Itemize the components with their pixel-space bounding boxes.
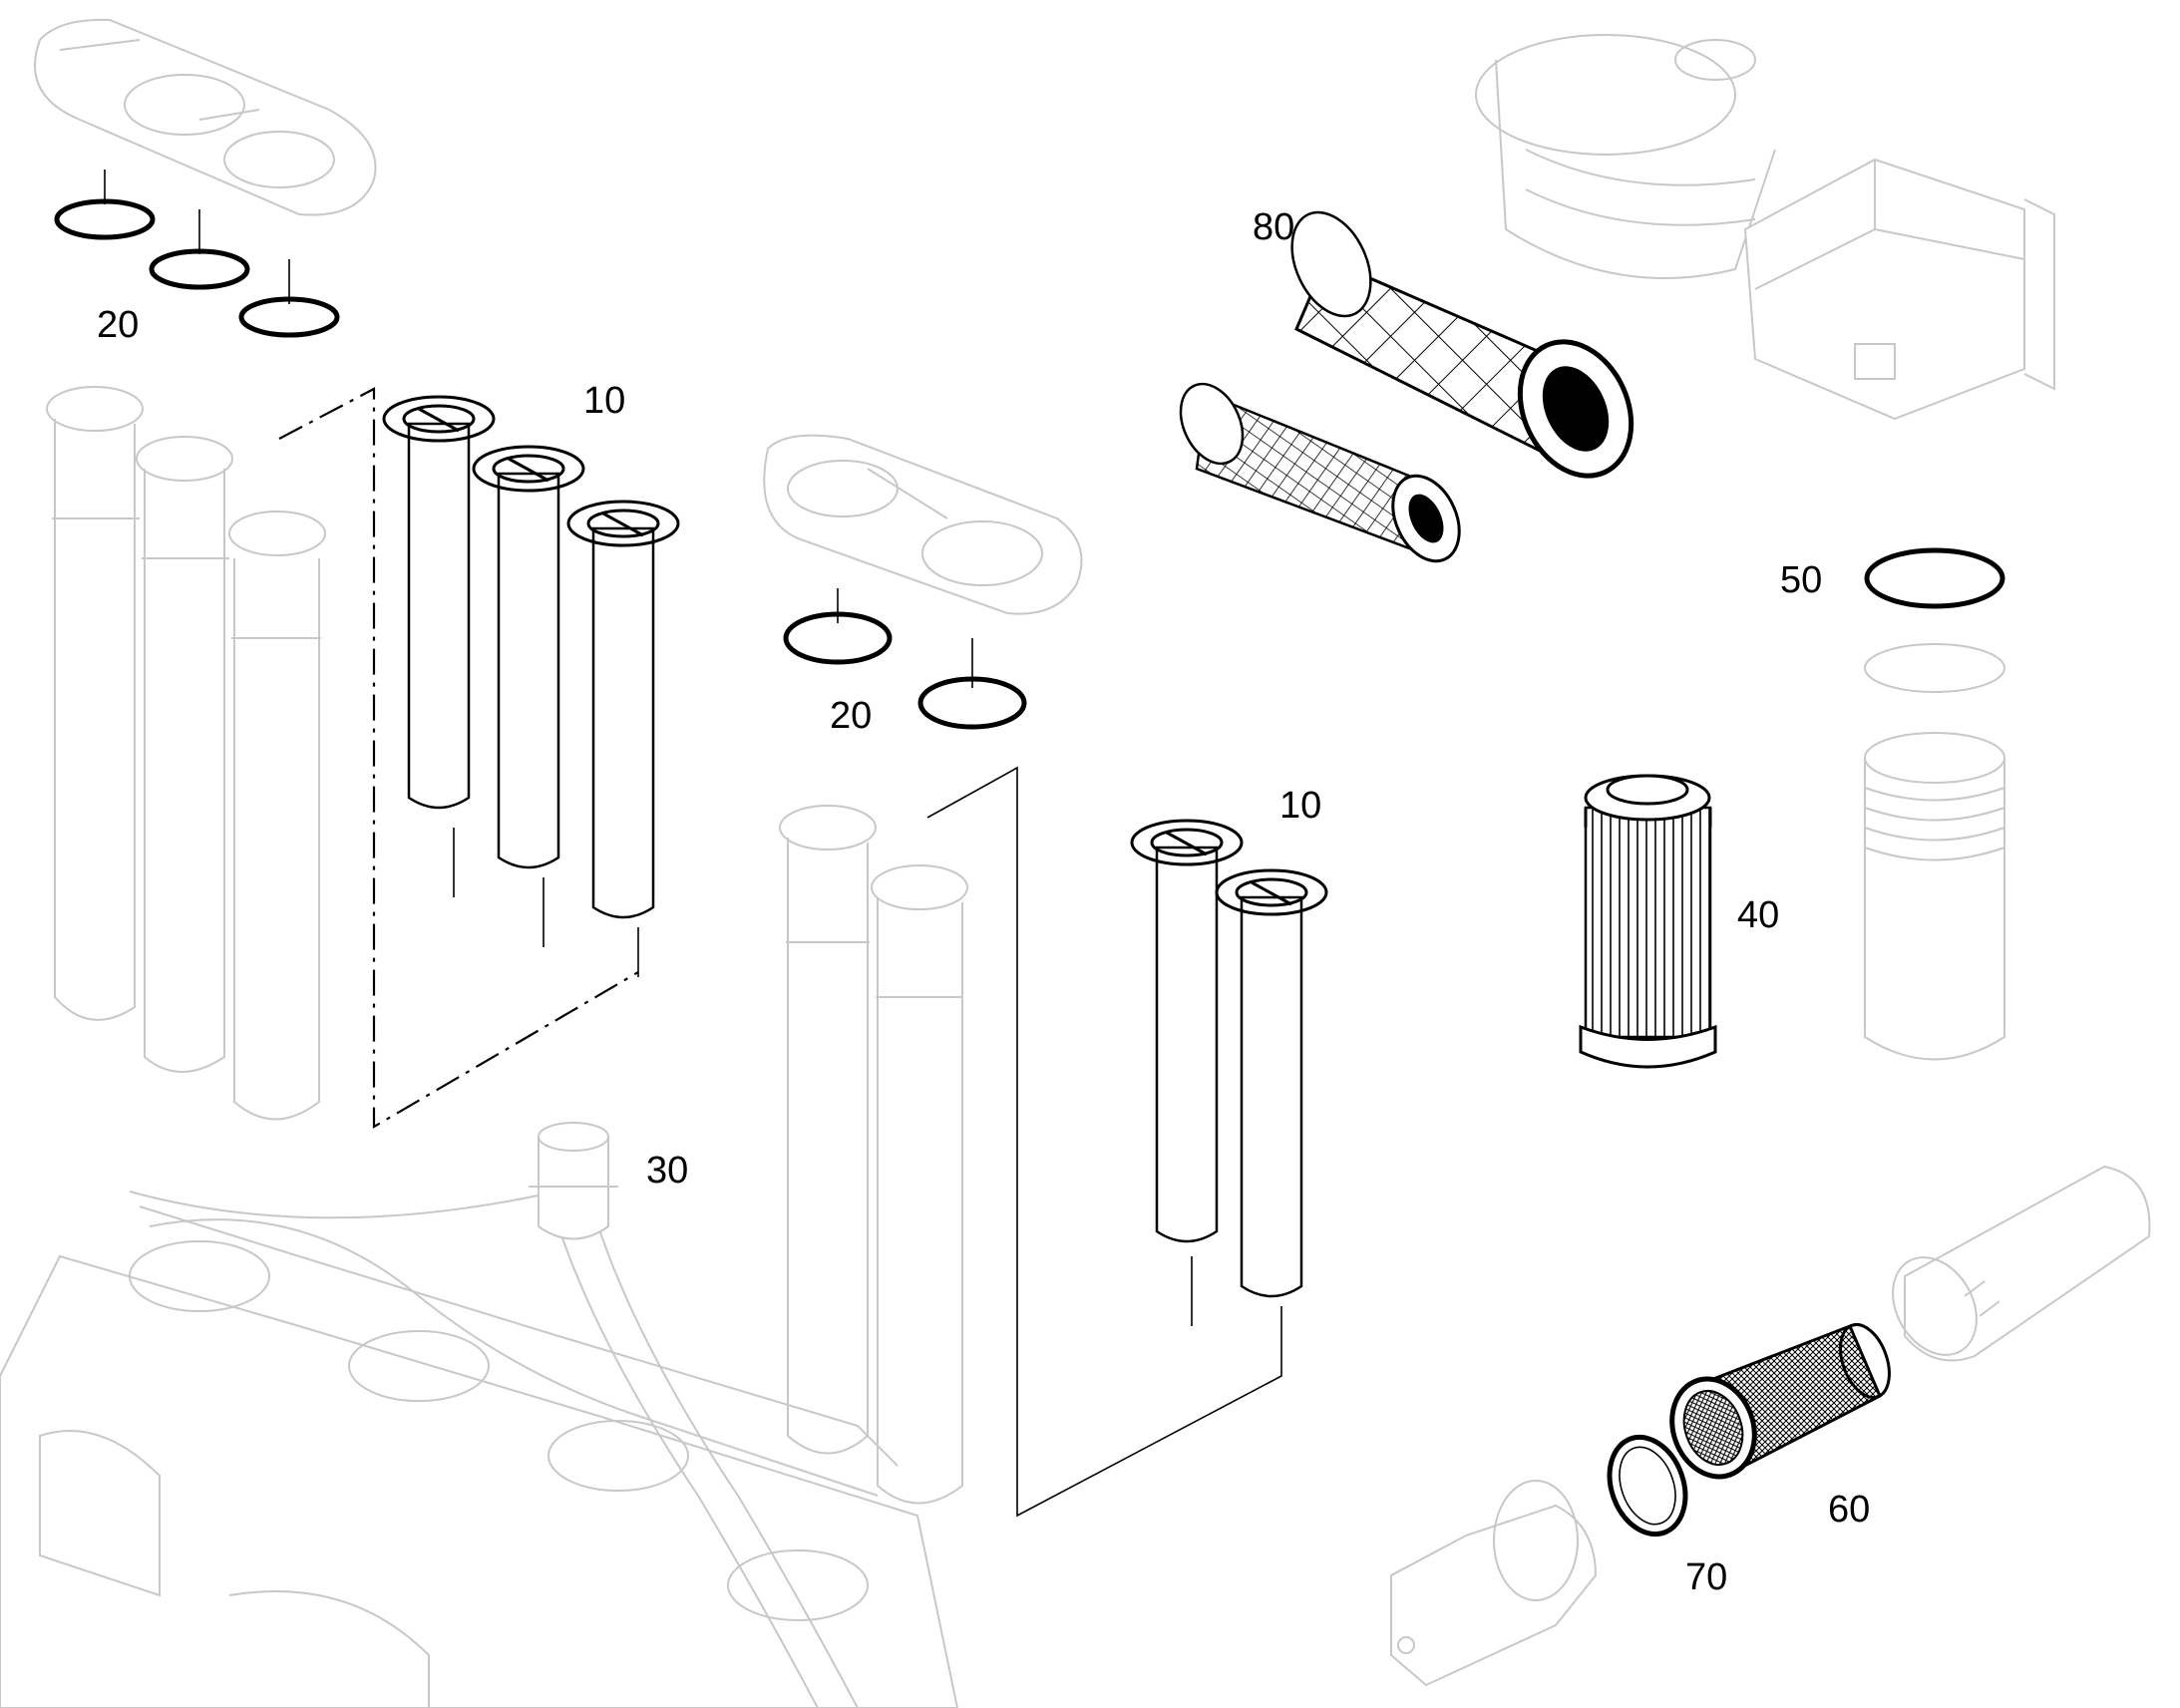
engine-block: [0, 1205, 959, 1708]
center-filter-housings: [779, 805, 968, 1505]
inner-air-filter: [1179, 382, 1461, 563]
fuel-line: [129, 1186, 859, 1708]
center-filter-elements: [926, 766, 1328, 1518]
air-filter-housing: [1475, 34, 2055, 421]
callout-70: 70: [1685, 1556, 1727, 1598]
callout-10-center: 10: [1279, 785, 1321, 827]
center-cover-plate: [763, 434, 1083, 615]
callout-20-top-left: 20: [97, 304, 139, 346]
strainer-gasket-ring: [1607, 1434, 1688, 1537]
callout-10-top-left: 10: [583, 380, 625, 422]
strainer-element: [1669, 1323, 1891, 1480]
top-left-dash-line: [278, 387, 639, 1129]
top-left-filter-elements: [382, 395, 680, 977]
bowl-seal-ring: [1864, 547, 2005, 609]
top-left-cover-plate: [34, 18, 377, 216]
callout-60: 60: [1828, 1489, 1870, 1531]
center-o-rings: [783, 588, 1027, 730]
bowl-housing: [1864, 643, 2005, 1061]
left-filter-housings: [46, 386, 326, 1121]
callout-50: 50: [1780, 559, 1822, 601]
callout-20-center: 20: [830, 695, 872, 737]
callout-40: 40: [1737, 894, 1779, 936]
callout-80: 80: [1253, 206, 1294, 248]
callout-30: 30: [646, 1150, 688, 1192]
top-left-o-rings: [54, 170, 340, 338]
hydraulic-filter-element: [1579, 774, 1717, 1069]
fitting-part: [529, 1122, 618, 1240]
strainer-inlet-housing: [1390, 1480, 1598, 1687]
strainer-bowl: [1892, 1165, 2151, 1362]
air-filter-element: [1290, 210, 1635, 479]
